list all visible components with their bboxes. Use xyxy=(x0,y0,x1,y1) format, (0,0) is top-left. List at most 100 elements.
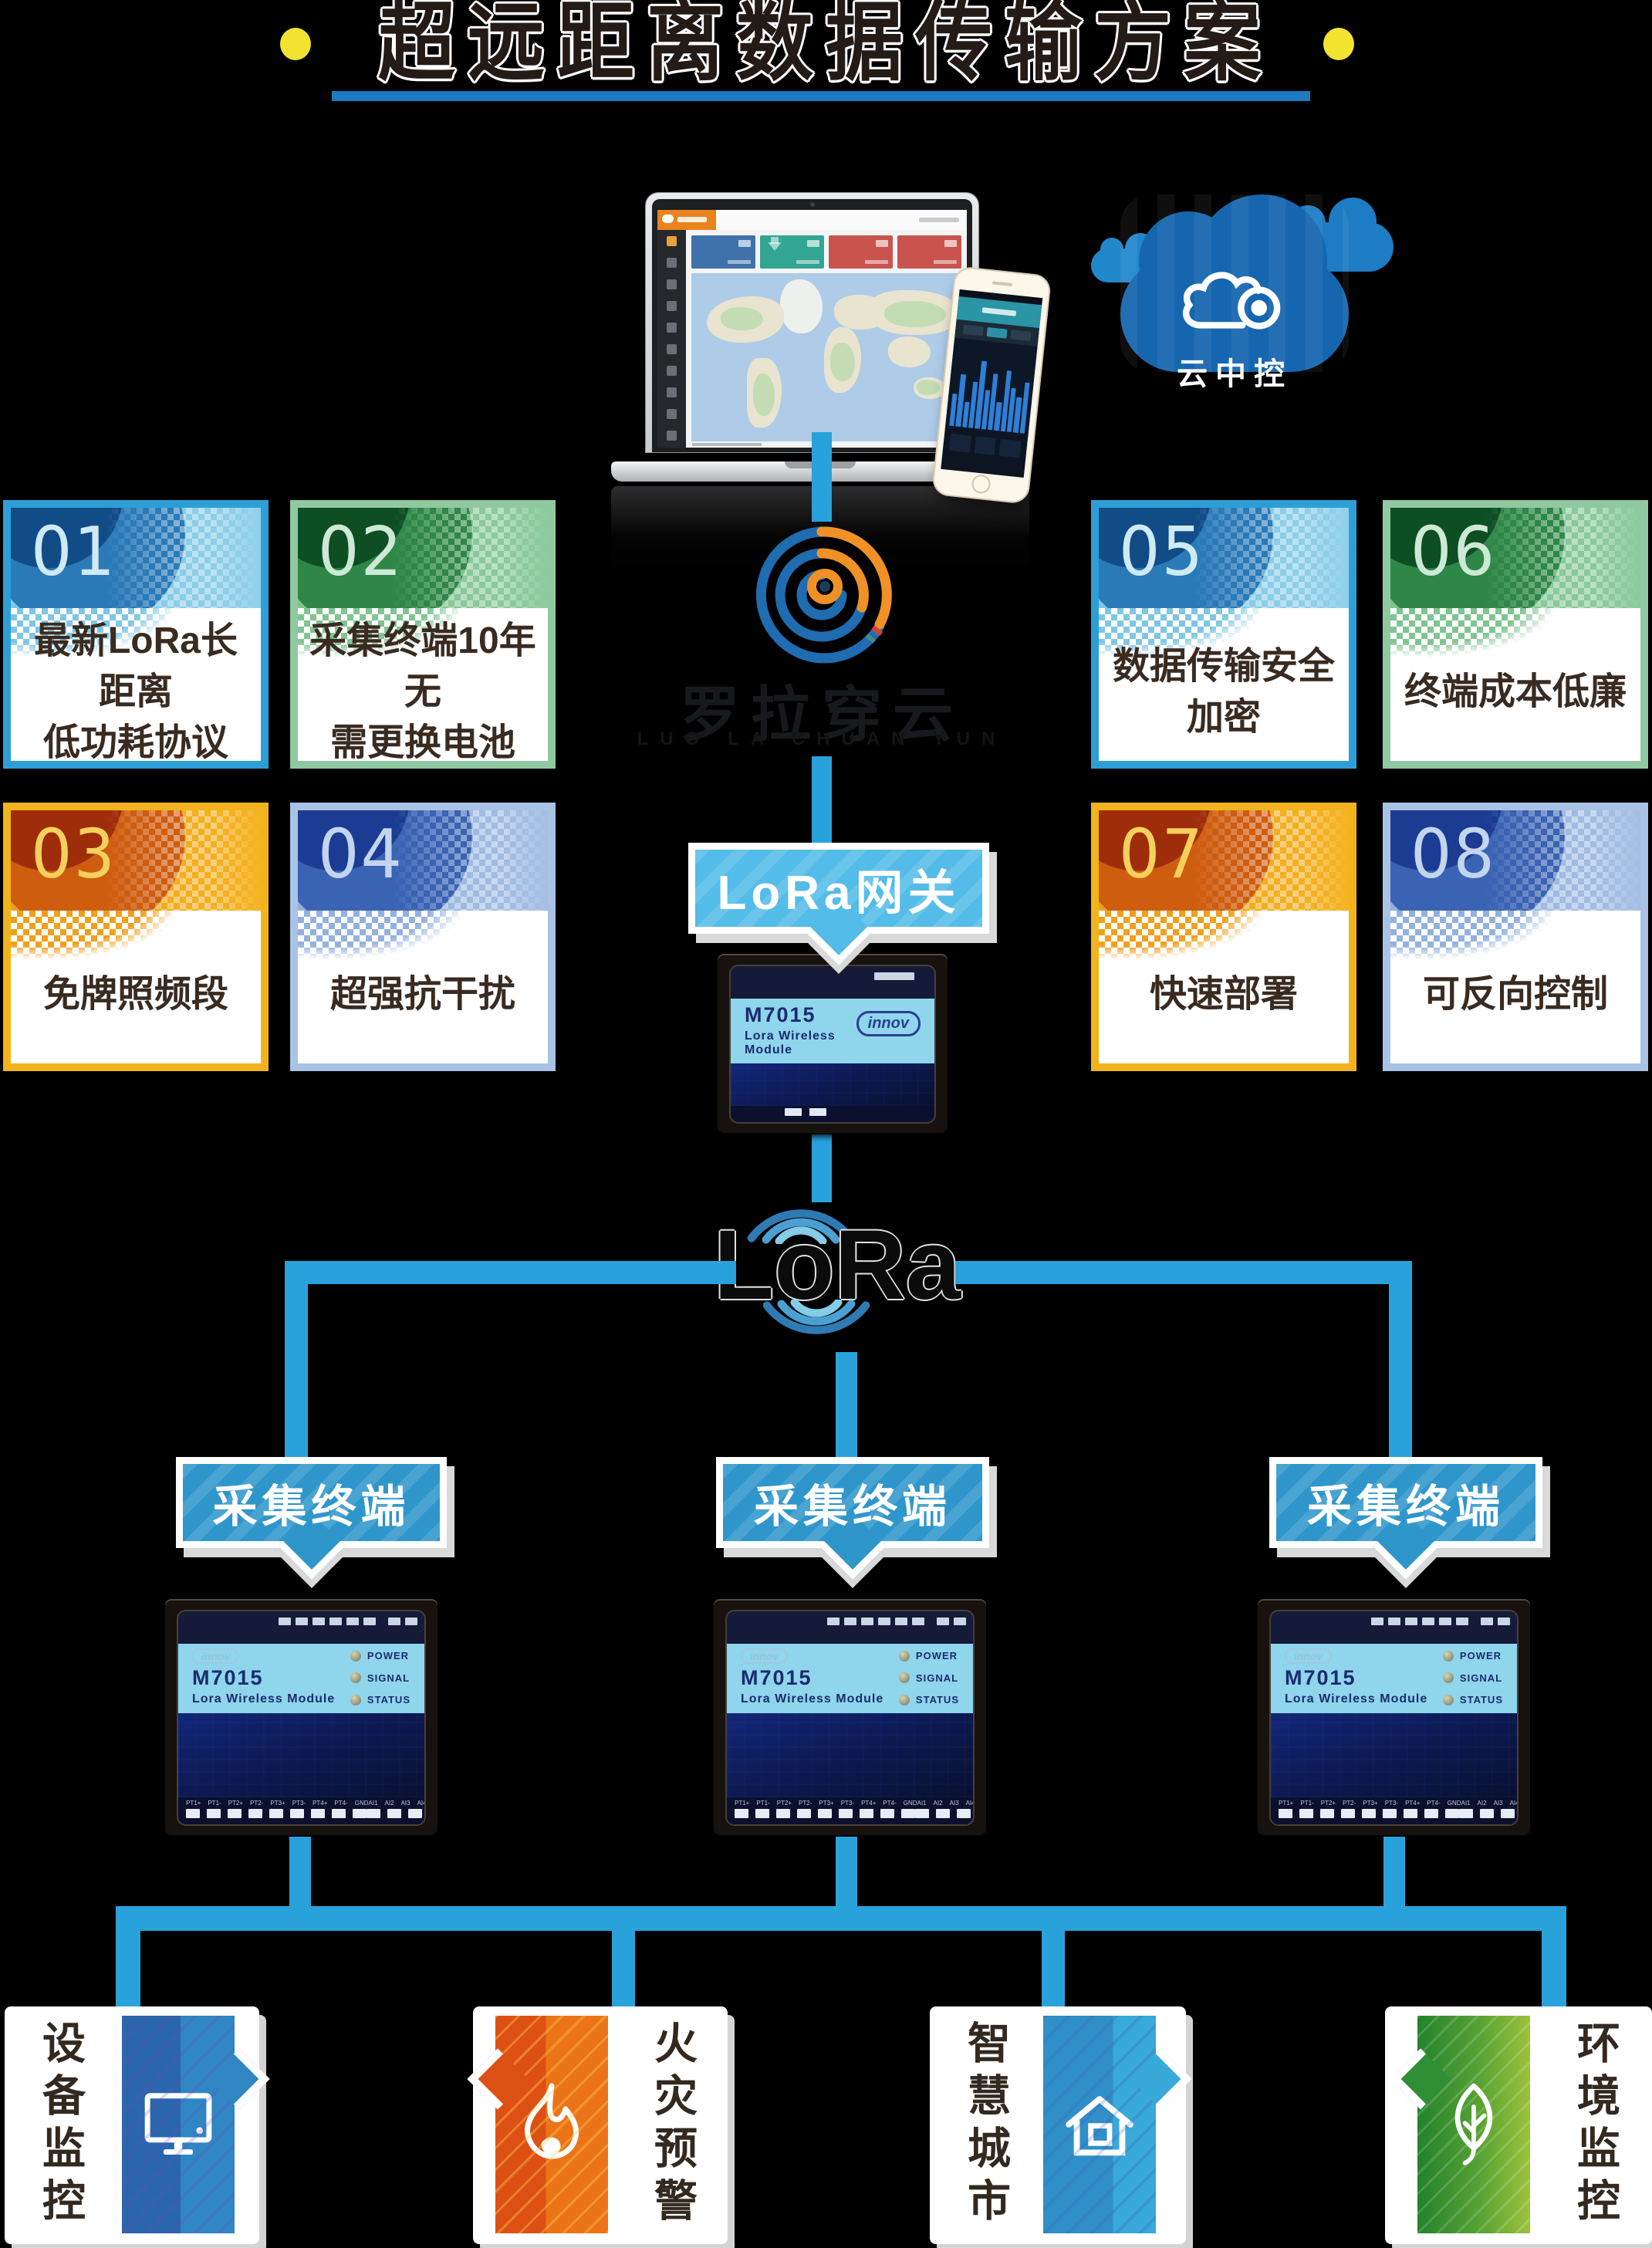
innov-logo: innov xyxy=(856,1011,921,1036)
io-pin xyxy=(405,1618,417,1625)
io-pin xyxy=(1422,1618,1434,1625)
lora-waves-bottom-icon xyxy=(762,1300,870,1334)
io-pin xyxy=(844,1618,856,1625)
io-pin xyxy=(861,1618,873,1625)
dashboard-screen xyxy=(657,210,967,448)
led-dot xyxy=(1442,1694,1454,1705)
stat-card-teal xyxy=(760,235,824,269)
device-name: Lora Wireless Module xyxy=(192,1692,336,1705)
led-row: POWER xyxy=(350,1650,410,1661)
io-pin xyxy=(1424,1809,1438,1818)
io-pin xyxy=(1498,1618,1510,1625)
app-card-label: 环境监控 xyxy=(1571,2020,1620,2230)
led-panel: POWER SIGNAL STATUS xyxy=(1442,1648,1503,1707)
laptop xyxy=(646,193,978,452)
map-attribution xyxy=(692,443,762,446)
feature-number: 06 xyxy=(1410,512,1496,591)
led-label: STATUS xyxy=(367,1694,410,1705)
io-pin xyxy=(937,1618,949,1625)
led-label: SIGNAL xyxy=(915,1672,959,1684)
io-pin xyxy=(1362,1809,1376,1818)
led-label: SIGNAL xyxy=(1459,1672,1503,1684)
io-pin xyxy=(1341,1809,1355,1818)
led-dot xyxy=(898,1672,910,1683)
dashboard-sidebar-icon xyxy=(667,409,677,419)
dashboard-sidebar-icon xyxy=(667,344,677,354)
branch-line-left xyxy=(285,1261,736,1284)
led-row: POWER xyxy=(1442,1650,1503,1661)
feature-text: 终端成本低廉 xyxy=(1404,671,1627,712)
device-drop-line xyxy=(1383,1837,1405,1909)
led-label: STATUS xyxy=(915,1694,959,1705)
feature-box-02: 02 采集终端10年无需更换电池 xyxy=(290,500,556,769)
io-pin xyxy=(735,1809,748,1818)
io-pin xyxy=(1480,1809,1494,1818)
led-dot xyxy=(350,1650,361,1661)
feature-text: 数据传输安全加密 xyxy=(1112,645,1335,738)
app-card-label: 智慧城市 xyxy=(961,2020,1011,2230)
io-pin xyxy=(269,1809,283,1818)
device-top-pins xyxy=(731,966,934,999)
terminal-label: 采集终端 xyxy=(1306,1482,1505,1532)
feature-number: 03 xyxy=(31,815,117,894)
io-pin xyxy=(1388,1618,1400,1625)
dashboard-sidebar-icon xyxy=(667,431,677,441)
io-pin xyxy=(1279,1809,1292,1818)
app-card-color-block xyxy=(495,2016,608,2233)
io-pin xyxy=(1439,1618,1451,1625)
terminal-label: 采集终端 xyxy=(753,1482,951,1532)
dashboard-sidebar-icon xyxy=(667,387,677,397)
io-pin xyxy=(1481,1618,1493,1625)
lora-waves-top-icon xyxy=(747,1209,855,1244)
device-body xyxy=(727,1713,973,1797)
io-pin xyxy=(329,1618,342,1625)
feature-number: 08 xyxy=(1410,815,1496,894)
app-card-smart-city: 智慧城市 xyxy=(930,2006,1192,2244)
io-pin xyxy=(1299,1809,1313,1818)
app-card-label: 设备监控 xyxy=(36,2020,86,2230)
feature-box-03: 03 免牌照频段 xyxy=(3,803,269,1071)
led-dot xyxy=(1442,1672,1454,1683)
feature-number: 02 xyxy=(318,512,404,591)
feature-text: 免牌照频段 xyxy=(42,973,228,1015)
device-name: Lora Wireless Module xyxy=(741,1692,884,1705)
feature-number: 05 xyxy=(1119,512,1204,591)
terminal-label-bubble: 采集终端 xyxy=(1269,1457,1542,1548)
io-pin xyxy=(367,1809,380,1818)
io-pin xyxy=(346,1618,359,1625)
bus-drop-1 xyxy=(116,1906,140,2006)
io-pin xyxy=(954,1618,966,1625)
phone-screen xyxy=(941,289,1043,478)
led-dot xyxy=(898,1650,910,1661)
led-label: STATUS xyxy=(1459,1694,1503,1705)
brand-name-en: LUO LA CHUAN YUN xyxy=(637,728,1007,749)
dashboard-user-area xyxy=(919,218,959,222)
feature-box-07: 07 快速部署 xyxy=(1091,803,1356,1071)
device-model: M7015 xyxy=(1285,1666,1356,1689)
feature-number: 01 xyxy=(31,512,117,591)
innov-logo-ghost: innov xyxy=(1285,1648,1333,1664)
gateway-label-bubble: LoRa网关 xyxy=(688,843,989,934)
io-pin xyxy=(1445,1809,1459,1818)
io-pin xyxy=(388,1618,400,1625)
io-pin xyxy=(387,1809,401,1818)
innov-logo-ghost: innov xyxy=(192,1648,240,1664)
title-bullet-right xyxy=(1323,28,1354,60)
device-top-pins xyxy=(1271,1611,1517,1644)
led-row: SIGNAL xyxy=(350,1672,410,1684)
branch-drop-left xyxy=(285,1261,308,1460)
phone-home-button xyxy=(971,474,992,495)
app-card-color-block xyxy=(1043,2016,1156,2233)
